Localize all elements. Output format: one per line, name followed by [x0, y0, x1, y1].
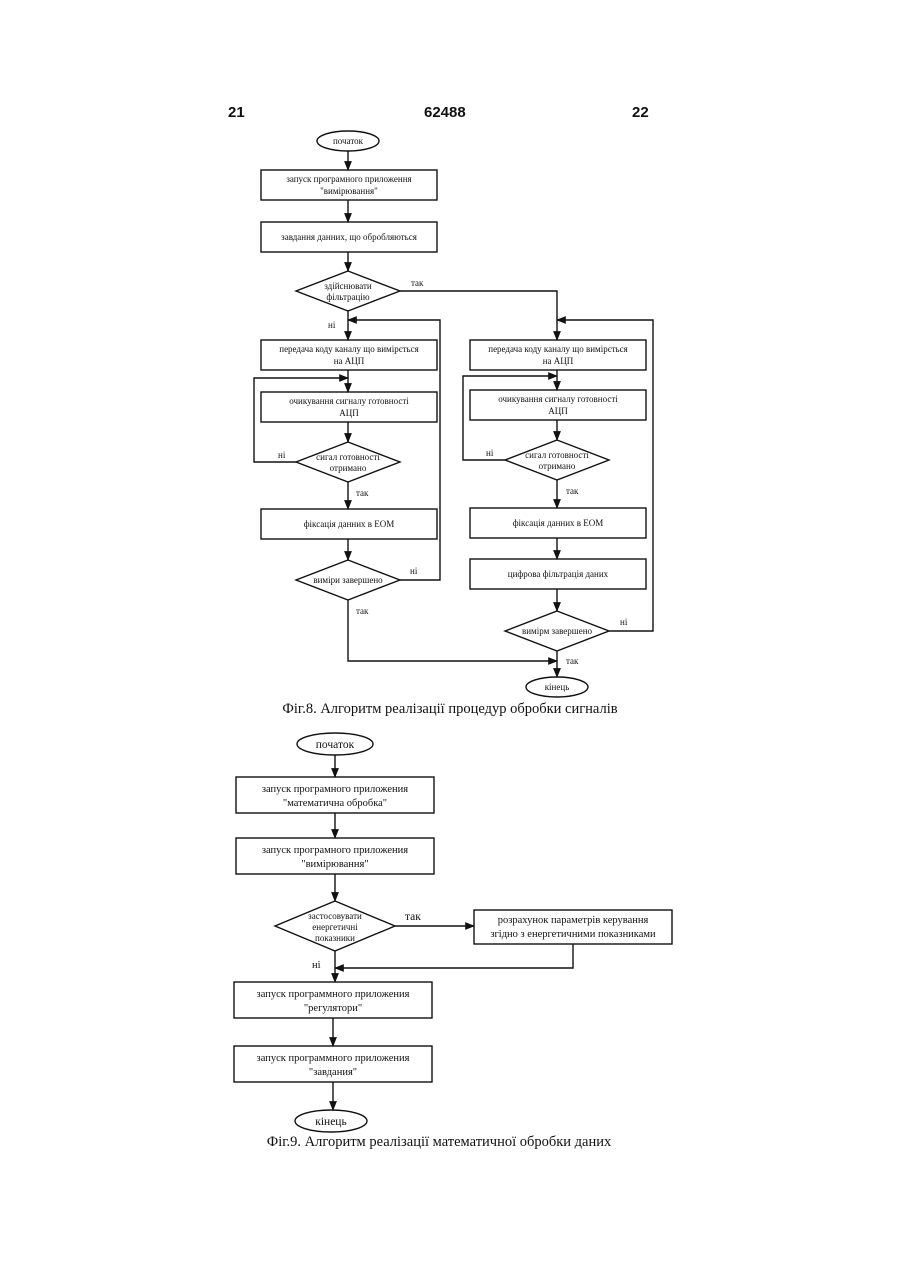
fig8-left-done-label: виміри завершено — [313, 575, 383, 585]
fig8-right-send-label-1: передача коду каналу що вимірється — [488, 344, 628, 354]
fig9-energy-yes-label: так — [405, 911, 421, 923]
fig8-right-ready-label-1: сигал готовності — [525, 450, 589, 460]
fig8-right-done-no-label: ні — [620, 617, 628, 627]
fig8-left-fix-label: фіксація данних в ЕОМ — [304, 519, 395, 529]
fig8-left-done-no-label: ні — [410, 566, 418, 576]
fig8-right-fix-label: фіксація данних в ЕОМ — [513, 518, 604, 528]
fig8-left-wait-label-1: очикування сигналу готовності — [289, 396, 409, 406]
fig8-right-done-label: вимірм завершено — [522, 626, 593, 636]
fig9-calc-label-2: згідно з енергетичними показниками — [490, 929, 656, 940]
fig9-caption: Фіг.9. Алгоритм реалізації математичної … — [267, 1134, 612, 1150]
fig8-caption: Фіг.8. Алгоритм реалізації процедур обро… — [282, 701, 617, 717]
fig8-right-done-yes-label: так — [566, 656, 579, 666]
fig8-filter-no-label: ні — [328, 320, 336, 330]
fig8-launch-label-1: запуск програмного приложення — [286, 174, 411, 184]
fig8-filter-decision — [296, 271, 400, 311]
fig8-right-wait-label-1: очикування сигналу готовності — [498, 394, 618, 404]
fig9-launch-regulators-label-1: запуск программного приложения — [257, 989, 410, 1000]
fig8-filter-label-1: здійснювати — [324, 281, 372, 291]
fig9-end-label: кінець — [315, 1116, 346, 1128]
fig8-right-ready-no-label: ні — [486, 448, 494, 458]
fig8-flowchart: початок запуск програмного приложення "в… — [254, 131, 653, 717]
fig8-filter-yes-label: так — [411, 278, 424, 288]
fig8-right-wait-label-2: АЦП — [548, 406, 568, 416]
fig9-energy-no-label: ні — [312, 960, 321, 971]
fig9-calc-label-1: розрахунок параметрів керування — [498, 915, 649, 926]
fig8-launch-label-2: "вимірювання" — [320, 186, 378, 196]
fig8-right-ready-decision — [505, 440, 609, 480]
fig8-right-send-label-2: на АЦП — [543, 356, 574, 366]
fig8-end-label: кінець — [545, 682, 570, 692]
fig9-energy-label-2: енергетичні — [312, 922, 358, 932]
fig8-left-send-label-1: передача коду каналу що вимірється — [279, 344, 419, 354]
fig8-filter-label-2: фільтрацію — [326, 292, 369, 302]
fig8-left-ready-label-1: сигал готовності — [316, 452, 380, 462]
fig9-launch-math-label-1: запуск програмного приложения — [262, 784, 408, 795]
fig8-left-send-label-2: на АЦП — [334, 356, 365, 366]
fig8-set-data-label: завдання данних, що обробляються — [281, 232, 417, 242]
fig9-launch-measure-label-1: запуск програмного приложения — [262, 845, 408, 856]
fig9-launch-task-label-1: запуск программного приложения — [257, 1053, 410, 1064]
fig9-launch-math-label-2: "математична обробка" — [283, 798, 387, 809]
fig9-launch-measure-label-2: "вимірювання" — [301, 859, 368, 870]
fig9-launch-task-label-2: "завдания" — [309, 1067, 357, 1078]
fig9-energy-label-3: показники — [315, 933, 355, 943]
fig8-left-ready-no-label: ні — [278, 450, 286, 460]
fig8-right-digital-filter-label: цифрова фільтрація даних — [508, 569, 609, 579]
fig9-start-label: початок — [316, 739, 355, 751]
fig9-launch-regulators-label-2: "регулятори" — [304, 1003, 362, 1014]
fig8-left-ready-yes-label: так — [356, 488, 369, 498]
fig8-start-label: початок — [333, 136, 364, 146]
fig8-left-ready-label-2: отримано — [330, 463, 367, 473]
fig8-right-ready-label-2: отримано — [539, 461, 576, 471]
fig9-energy-label-1: застосовувати — [308, 911, 362, 921]
fig8-left-ready-decision — [296, 442, 400, 482]
fig9-flowchart: початок запуск програмного приложения "м… — [234, 733, 672, 1150]
fig8-left-wait-label-2: АЦП — [339, 408, 359, 418]
fig8-left-done-yes-label: так — [356, 606, 369, 616]
fig8-right-ready-yes-label: так — [566, 486, 579, 496]
